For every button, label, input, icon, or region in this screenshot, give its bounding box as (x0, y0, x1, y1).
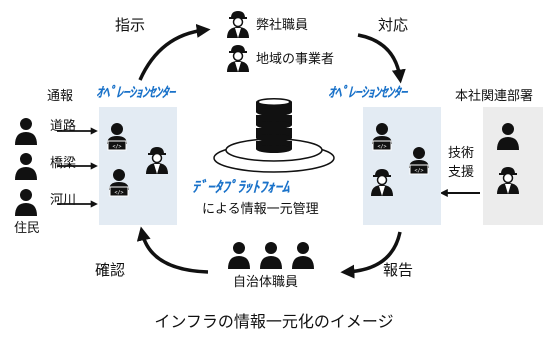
helmet-worker-icon (226, 10, 250, 39)
data-platform-title: ﾃﾞｰﾀﾌﾟﾗｯﾄﾌｫｰﾑ (192, 178, 290, 196)
operator-icon (408, 146, 430, 175)
road-label: 道路 (50, 119, 77, 134)
municipal-label: 自治体職員 (233, 275, 299, 290)
local-business-label: 地域の事業者 (256, 52, 335, 67)
business-person-icon (497, 123, 519, 150)
helmet-worker-icon (226, 44, 250, 73)
municipal-staff-icon (292, 242, 314, 269)
municipal-staff-icon (228, 242, 250, 269)
operator-icon (106, 122, 128, 151)
instruction-label: 指示 (115, 16, 146, 34)
ops-center-left-title: ｵﾍﾟﾚｰｼｮﾝｾﾝﾀｰ (96, 85, 175, 101)
database-icon (213, 98, 335, 173)
river-label: 河川 (50, 193, 77, 208)
bridge-label: 橋梁 (50, 156, 77, 171)
hq-label: 本社関連部署 (455, 89, 534, 104)
figure-caption: インフラの情報一元化のイメージ (154, 312, 394, 331)
confirm-label: 確認 (95, 261, 126, 279)
staff-label: 弊社職員 (256, 18, 309, 33)
data-platform-subtitle: による情報一元管理 (202, 202, 319, 217)
resident-icon (15, 153, 37, 180)
resident-icon (15, 189, 37, 216)
report-bottom-label: 報告 (383, 261, 414, 279)
response-label: 対応 (378, 16, 409, 34)
tech-support-label-2: 支援 (448, 165, 475, 180)
ops-center-right-title: ｵﾍﾟﾚｰｼｮﾝｾﾝﾀｰ (328, 85, 407, 101)
residents-label: 住民 (14, 221, 41, 236)
operator-icon (371, 122, 393, 151)
helmet-worker-icon (145, 146, 169, 175)
operator-icon (108, 168, 130, 197)
municipal-staff-icon (260, 242, 282, 269)
resident-icon (15, 118, 37, 145)
helmet-worker-icon (370, 168, 394, 197)
report-label: 通報 (47, 89, 74, 104)
helmet-worker-icon (496, 166, 520, 195)
tech-support-label-1: 技術 (448, 146, 475, 161)
